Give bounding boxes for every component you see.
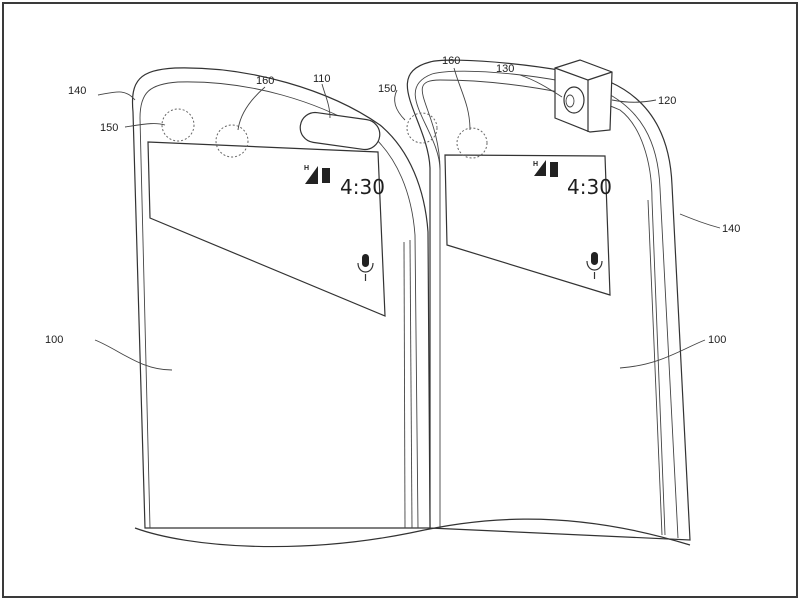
right-sensor-160 <box>456 127 488 159</box>
ref-150-left: 150 <box>100 122 118 134</box>
right-microphone-icon <box>586 252 603 279</box>
right-clock: 4:30 <box>567 175 612 199</box>
right-status-bar: H 4:30 <box>533 160 612 199</box>
left-notch <box>299 111 381 151</box>
ref-140-left: 140 <box>68 85 86 97</box>
left-phone-outer-frame <box>131 67 431 529</box>
left-phone: H 4:30 <box>131 67 431 529</box>
left-microphone-icon <box>357 254 374 281</box>
ref-160-left: 160 <box>256 75 274 87</box>
right-phone-outer-frame <box>406 59 691 541</box>
right-signal-strength-icon <box>534 160 546 176</box>
ref-130: 130 <box>496 63 514 75</box>
left-sensor-150 <box>161 108 195 142</box>
right-phone: H 4:30 <box>406 59 691 541</box>
ref-100-left: 100 <box>45 334 63 346</box>
ref-120: 120 <box>658 95 676 107</box>
left-clock: 4:30 <box>340 175 385 199</box>
break-line <box>134 518 691 548</box>
ref-110: 110 <box>313 73 331 85</box>
left-signal-strength-icon <box>305 166 318 184</box>
left-sensor-160 <box>215 124 249 158</box>
right-popup-camera-lens <box>563 86 585 114</box>
right-sensor-150 <box>406 112 438 144</box>
leader-lines <box>94 67 721 371</box>
left-status-bar: H 4:30 <box>304 165 385 199</box>
left-battery-icon <box>322 168 330 183</box>
right-network-mark: H <box>533 161 538 168</box>
right-search-bar <box>444 154 611 296</box>
ref-140-right: 140 <box>722 223 740 235</box>
ref-150-right: 150 <box>378 83 396 95</box>
left-search-bar <box>147 141 386 317</box>
left-network-mark: H <box>304 165 309 172</box>
ref-100-right: 100 <box>708 334 726 346</box>
right-battery-icon <box>550 162 558 177</box>
ref-160-right: 160 <box>442 55 460 67</box>
